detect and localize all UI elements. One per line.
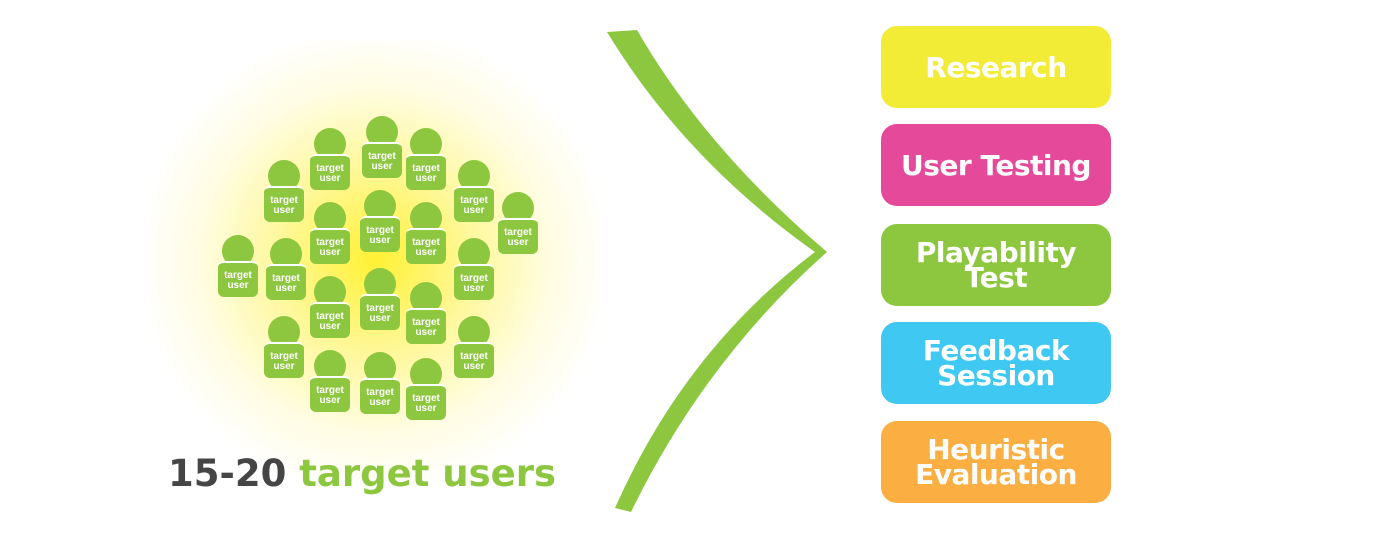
method-playability-test: Playability Test (881, 224, 1111, 306)
user-label-line1: target (366, 225, 394, 236)
method-label: User Testing (901, 148, 1091, 182)
user-label-line1: target (412, 317, 440, 328)
user-label-line2: user (415, 327, 437, 338)
user-label-line1: target (316, 311, 344, 322)
method-heuristic-evaluation: Heuristic Evaluation (881, 421, 1111, 503)
user-label-line1: target (316, 163, 344, 174)
user-label-line1: target (504, 227, 532, 238)
method-feedback-session: Feedback Session (881, 322, 1111, 404)
user-label-line2: user (319, 173, 341, 184)
user-label-line1: target (412, 237, 440, 248)
user-label-line2: user (371, 161, 393, 172)
user-label-line2: user (227, 280, 249, 291)
user-label-line2: user (415, 173, 437, 184)
user-label-line1: target (272, 273, 300, 284)
user-label-line1: target (270, 195, 298, 206)
target-users-caption: 15-20 target users (168, 452, 556, 495)
user-label-line1: target (368, 151, 396, 162)
caption-text: target users (299, 452, 557, 495)
user-label-line1: target (412, 393, 440, 404)
user-label-line2: user (463, 283, 485, 294)
user-label-line2: user (275, 283, 297, 294)
user-label-line2: user (415, 403, 437, 414)
user-label-line2: user (319, 395, 341, 406)
user-label-line2: user (369, 235, 391, 246)
user-label-line2: user (273, 205, 295, 216)
user-label-line1: target (316, 237, 344, 248)
user-label-line1: target (460, 273, 488, 284)
user-label-line1: target (270, 351, 298, 362)
method-label: Heuristic Evaluation (915, 433, 1077, 491)
user-label-line2: user (463, 361, 485, 372)
user-label-line2: user (369, 313, 391, 324)
user-label-line2: user (415, 247, 437, 258)
user-label-line1: target (366, 303, 394, 314)
user-label-line2: user (507, 237, 529, 248)
user-label-line2: user (319, 247, 341, 258)
method-label: Feedback Session (922, 334, 1070, 392)
user-label-line1: target (460, 195, 488, 206)
user-label-line2: user (319, 321, 341, 332)
method-research: Research (881, 26, 1111, 108)
user-label-line2: user (463, 205, 485, 216)
user-label-line1: target (412, 163, 440, 174)
method-label: Research (925, 50, 1067, 84)
user-label-line2: user (273, 361, 295, 372)
user-label-line1: target (316, 385, 344, 396)
user-label-line1: target (460, 351, 488, 362)
user-label-line2: user (369, 397, 391, 408)
caption-number: 15-20 (168, 452, 287, 495)
method-label: Playability Test (915, 236, 1077, 294)
method-user-testing: User Testing (881, 124, 1111, 206)
user-label-line1: target (366, 387, 394, 398)
user-label-line1: target (224, 270, 252, 281)
chevron-arrow (607, 30, 827, 512)
